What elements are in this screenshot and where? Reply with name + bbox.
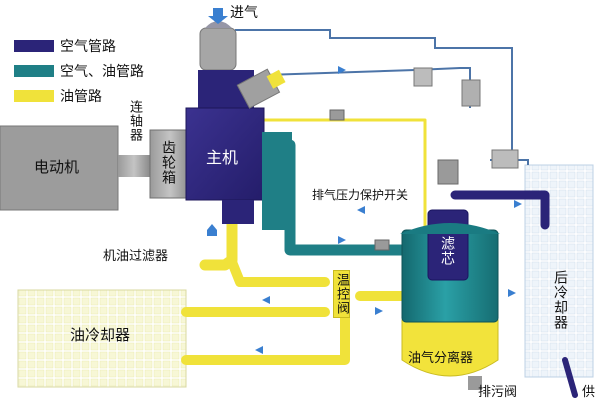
arrow-filter-up	[207, 224, 217, 236]
separator-label: 油气分离器	[408, 351, 474, 366]
oil-cooler-panel	[17, 289, 187, 388]
flow-arrows	[207, 8, 522, 354]
gearbox-label: 齿轮箱	[160, 140, 176, 185]
arrow-ctrl-1	[338, 66, 346, 74]
main-unit-body	[185, 107, 265, 201]
legend-label-oil: 油管路	[60, 89, 102, 105]
arrow-right-1	[375, 307, 383, 315]
arrow-right-2	[338, 236, 346, 244]
solenoid-valve	[461, 79, 481, 107]
oil-pipe-upper	[260, 118, 427, 237]
air-pipe-outlet	[450, 190, 550, 230]
oil-cooler-label: 油冷却器	[70, 326, 131, 344]
filter-cap	[437, 159, 459, 185]
arrow-left-2	[255, 346, 263, 354]
main-unit-label: 主机	[206, 148, 239, 167]
drain-valve-label: 排污阀	[478, 385, 518, 400]
check-valve-small	[374, 239, 390, 251]
arrow-separator	[508, 289, 516, 297]
control-valve-box	[413, 67, 433, 87]
legend-swatch-air-oil	[14, 65, 54, 77]
pressure-switch-label: 排气压力保护开关	[312, 188, 409, 202]
inlet-valve-body	[199, 27, 237, 71]
air-pipe-supply	[562, 357, 578, 398]
motor-label: 电动机	[34, 158, 80, 176]
arrow-ctrl-2	[357, 206, 365, 214]
motor-body	[0, 125, 119, 211]
legend-label-air-oil: 空气、油管路	[60, 64, 144, 80]
thermo-valve-label: 温控阀	[333, 270, 350, 318]
unloader-valve	[236, 68, 286, 109]
oil-pipes	[181, 118, 427, 365]
separator-oil-bottom	[401, 319, 499, 377]
after-cooler-label: 后冷却器	[552, 270, 568, 330]
arrow-outlet	[514, 200, 522, 208]
drain-valve	[468, 376, 482, 390]
coupling-label: 连轴器	[127, 100, 142, 142]
oil-filter-label: 机油过滤器	[103, 249, 169, 264]
after-cooler-panel	[524, 164, 594, 378]
oil-pipe-thermo-top	[227, 257, 330, 287]
tank-top-cap	[400, 223, 500, 234]
filter-core-label: 滤芯	[439, 236, 455, 266]
legend-swatch-air	[14, 40, 54, 52]
air-pipes	[450, 190, 578, 398]
legend-label-air: 空气管路	[60, 39, 116, 55]
control-line-top	[235, 29, 513, 150]
oil-pipe-cooler-bottom	[181, 313, 350, 365]
arrow-left-1	[262, 296, 270, 304]
arrow-inlet	[208, 8, 228, 24]
pressure-switch-valve	[329, 109, 345, 121]
inlet-label: 进气	[230, 5, 258, 21]
motor-shaft	[118, 155, 150, 177]
main-unit-side	[262, 132, 292, 230]
min-pressure-valve	[491, 149, 519, 169]
legend-swatch-oil	[14, 90, 54, 102]
inlet-valve-head	[205, 21, 232, 28]
control-line-mid	[264, 67, 471, 108]
main-unit-base	[222, 200, 254, 224]
supply-label: 供	[582, 385, 596, 400]
